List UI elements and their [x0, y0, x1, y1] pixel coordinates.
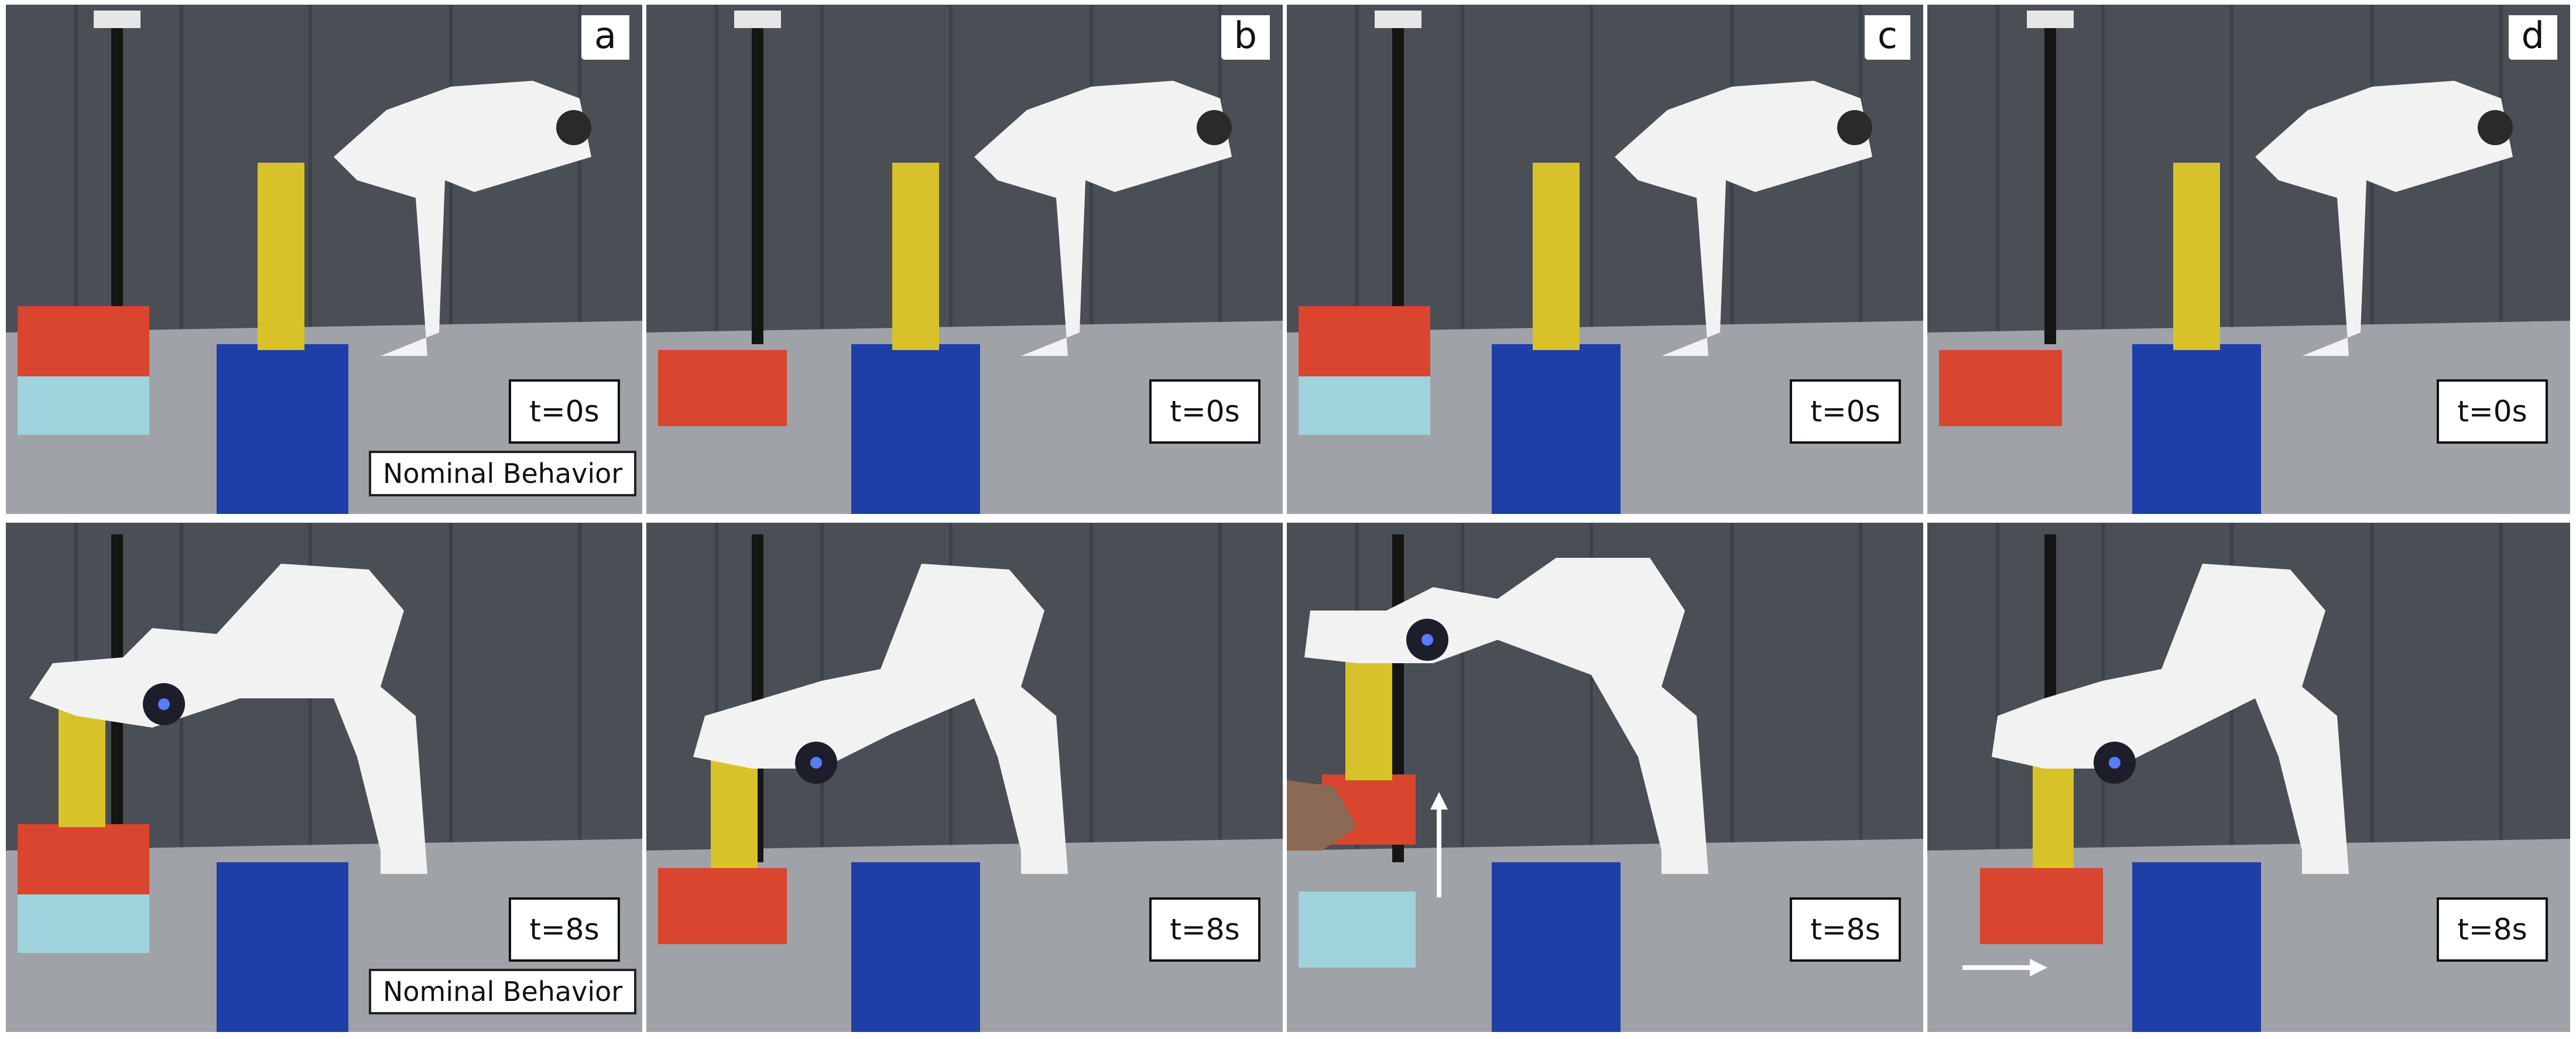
scene-photo	[1927, 5, 2570, 514]
scene-photo	[1287, 5, 1923, 514]
robot-arm	[29, 564, 427, 874]
scene-photo	[1927, 523, 2570, 1032]
nominal-behavior-label: Nominal Behavior	[369, 451, 637, 496]
red-block	[658, 868, 787, 944]
spray-can	[892, 163, 939, 350]
blue-box	[217, 344, 348, 514]
panel-letter: d	[2508, 15, 2557, 60]
arrow-up-icon	[1430, 792, 1448, 897]
human-hand	[1287, 780, 1357, 851]
robot-arm	[974, 81, 1232, 356]
blue-box	[851, 344, 980, 514]
red-block	[18, 824, 149, 894]
panel-b-bottom: t=8s	[646, 523, 1283, 1032]
panel-c-bottom: t=8s	[1287, 523, 1923, 1032]
scene-photo	[1287, 523, 1923, 1032]
nominal-behavior-label: Nominal Behavior	[369, 969, 637, 1014]
robot-arm	[1992, 564, 2349, 874]
panel-letter: c	[1864, 15, 1910, 60]
time-label: t=0s	[509, 379, 620, 444]
red-block	[1939, 350, 2062, 426]
blue-box	[1492, 862, 1621, 1032]
time-label: t=8s	[509, 897, 620, 962]
panel-a-top: a t=0s Nominal Behavior	[6, 5, 642, 514]
spray-can	[1533, 163, 1580, 350]
light-blue-block	[18, 376, 149, 435]
time-label: t=8s	[2437, 897, 2548, 962]
light-blue-block	[18, 894, 149, 953]
panel-a-bottom: t=8s Nominal Behavior	[6, 523, 642, 1032]
time-label: t=8s	[1790, 897, 1901, 962]
light-blue-block	[1299, 376, 1430, 435]
scene-photo	[646, 523, 1283, 1032]
blue-box	[851, 862, 980, 1032]
time-label: t=0s	[2437, 379, 2548, 444]
time-label: t=0s	[1790, 379, 1901, 444]
blue-box	[217, 862, 348, 1032]
scene-photo	[646, 5, 1283, 514]
robot-arm	[693, 564, 1068, 874]
arrow-right-icon	[1962, 959, 2047, 976]
blue-box	[1492, 344, 1621, 514]
light-blue-block	[1299, 891, 1416, 968]
panel-c-top: c t=0s	[1287, 5, 1923, 514]
robot-arm	[1304, 558, 1708, 874]
spray-can	[258, 163, 304, 350]
spray-can	[1345, 657, 1392, 780]
panel-b-top: b t=0s	[646, 5, 1283, 514]
robot-arm	[334, 81, 591, 356]
panel-d-top: d t=0s	[1927, 5, 2570, 514]
red-block	[1980, 868, 2103, 944]
red-block	[1299, 306, 1430, 376]
spray-can	[2173, 163, 2220, 350]
blue-box	[2132, 344, 2261, 514]
panel-letter: a	[581, 15, 629, 60]
red-block	[18, 306, 149, 376]
time-label: t=8s	[1149, 897, 1260, 962]
robot-arm	[2255, 81, 2513, 356]
scene-photo	[6, 5, 642, 514]
time-label: t=0s	[1149, 379, 1260, 444]
panel-letter: b	[1221, 15, 1270, 60]
panel-d-bottom: t=8s	[1927, 523, 2570, 1032]
robot-arm	[1615, 81, 1872, 356]
red-block	[658, 350, 787, 426]
blue-box	[2132, 862, 2261, 1032]
